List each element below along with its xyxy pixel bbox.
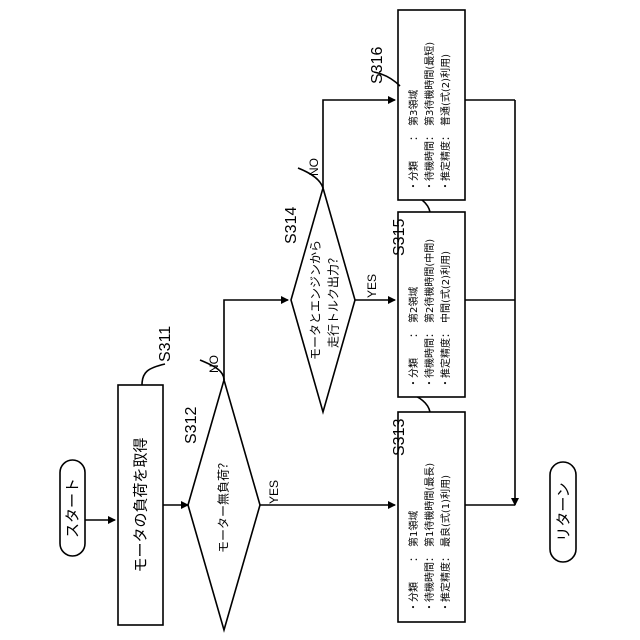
s315-line-2: ・待機時間： 第2待機時間(中間) xyxy=(423,239,436,388)
s314-label: S314 xyxy=(283,207,300,244)
s315-label: S315 xyxy=(391,219,408,256)
s314-no-label: NO xyxy=(307,158,321,176)
s314-yes-label: YES xyxy=(365,274,379,298)
end-label: リターン xyxy=(555,482,573,541)
s316-line-1: ・分類 ： 第3領域 xyxy=(407,90,420,191)
s313-label: S313 xyxy=(391,419,408,456)
s316-line-2: ・待機時間： 第3待機時間(最短) xyxy=(423,42,436,191)
s312-yes-label: YES xyxy=(267,480,281,504)
s316-line-3: ・推定精度： 普通(式(2)利用) xyxy=(439,54,452,191)
s311-label: S311 xyxy=(157,326,174,362)
process-s311: モータの負荷を取得 xyxy=(118,385,163,625)
s314-text-line2: 走行トルク出力？ xyxy=(327,252,341,348)
s311-leader xyxy=(142,364,165,385)
s311-text: モータの負荷を取得 xyxy=(132,437,150,572)
result-box-s313: ・分類 ： 第1領域 ・待機時間： 第1待機時間(最長) ・推定精度： 最良(式… xyxy=(398,412,465,622)
arrow-s312-no xyxy=(224,300,288,380)
s315-line-3: ・推定精度： 中間(式(2)利用) xyxy=(439,251,452,388)
start-terminal: スタート xyxy=(60,460,85,556)
s315-line-1: ・分類 ： 第2領域 xyxy=(407,287,420,388)
decision-s314: モータとエンジンから 走行トルク出力？ xyxy=(291,188,355,412)
start-label: スタート xyxy=(64,478,82,538)
s312-no-label: NO xyxy=(207,355,221,373)
result-box-s315: ・分類 ： 第2領域 ・待機時間： 第2待機時間(中間) ・推定精度： 中間(式… xyxy=(398,212,465,397)
s316-label: S316 xyxy=(369,47,386,84)
s313-line-1: ・分類 ： 第1領域 xyxy=(407,511,420,612)
end-terminal: リターン xyxy=(550,462,576,562)
result-box-s316: ・分類 ： 第3領域 ・待機時間： 第3待機時間(最短) ・推定精度： 普通(式… xyxy=(398,10,465,200)
arrow-s314-no xyxy=(323,100,395,188)
s312-text: モーター無負荷？ xyxy=(216,457,231,553)
s312-label: S312 xyxy=(183,407,200,444)
s313-line-3: ・推定精度： 最良(式(1)利用) xyxy=(439,475,452,612)
s314-text-line1: モータとエンジンから xyxy=(309,240,323,360)
s313-line-2: ・待機時間： 第1待機時間(最長) xyxy=(423,463,436,612)
